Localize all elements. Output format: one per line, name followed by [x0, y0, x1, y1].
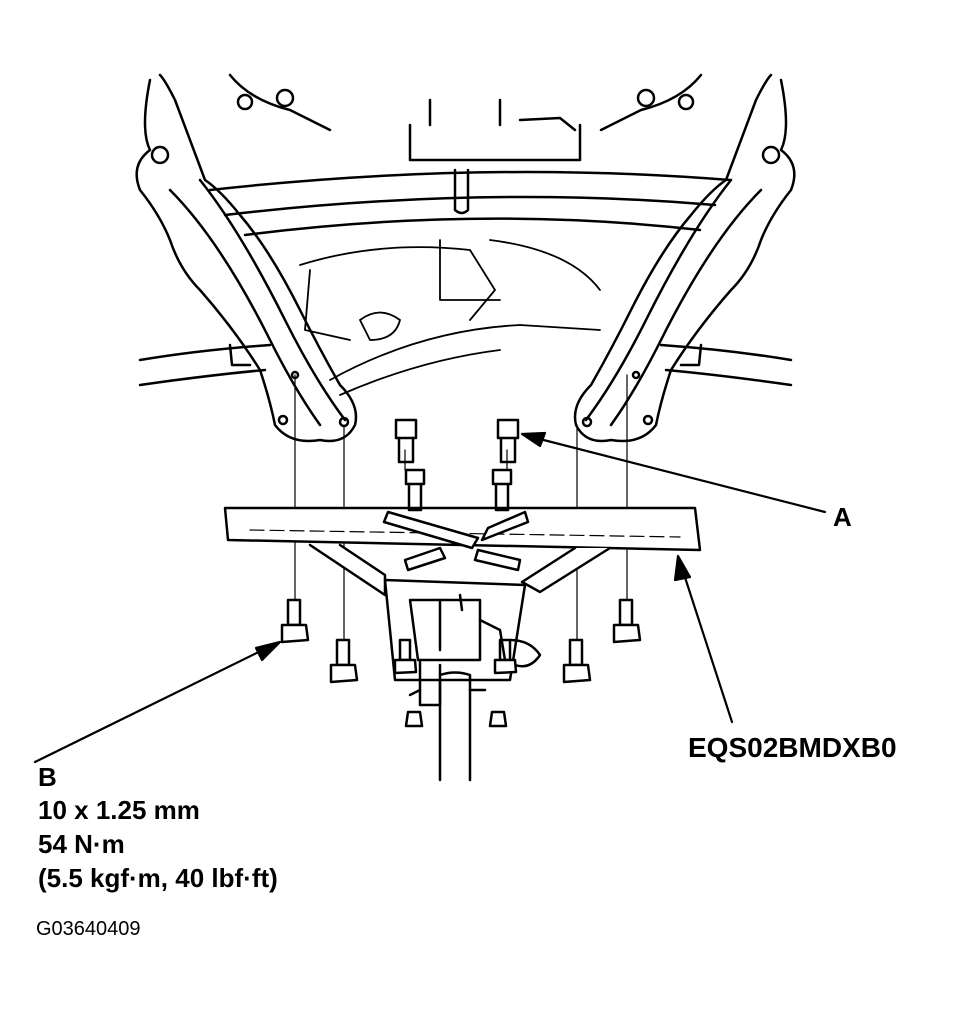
torque-spec: 54 N·m — [38, 829, 125, 859]
leader-lines — [33, 431, 827, 764]
subframe-stiffener — [223, 506, 702, 682]
linkage-assembly — [408, 593, 542, 782]
bolt-lower-5 — [393, 638, 418, 675]
bolt-lower-1 — [280, 598, 310, 644]
right-lower-control-arm — [573, 73, 796, 443]
torque-alt-units: (5.5 kgf·m, 40 lbf·ft) — [38, 863, 278, 893]
part-code-label: EQS02BMDXB0 — [688, 732, 897, 763]
callout-label-a: A — [833, 502, 852, 532]
bolt-mid-right — [491, 468, 513, 512]
bolt-lower-2 — [329, 638, 359, 684]
bolt-size-spec: 10 x 1.25 mm — [38, 795, 200, 825]
callout-label-b: B — [38, 762, 57, 792]
nut-lower-left — [404, 710, 424, 728]
bolt-lower-3 — [562, 638, 592, 684]
bolt-mid-left — [404, 468, 426, 512]
bolt-upper-right — [496, 418, 520, 464]
figure-code-label: G03640409 — [36, 918, 141, 940]
bolt-upper-left — [394, 418, 418, 464]
nut-lower-right — [488, 710, 508, 728]
bolt-lower-6 — [493, 638, 518, 675]
bolt-lower-4 — [612, 598, 642, 644]
vehicle-underbody — [208, 98, 732, 396]
